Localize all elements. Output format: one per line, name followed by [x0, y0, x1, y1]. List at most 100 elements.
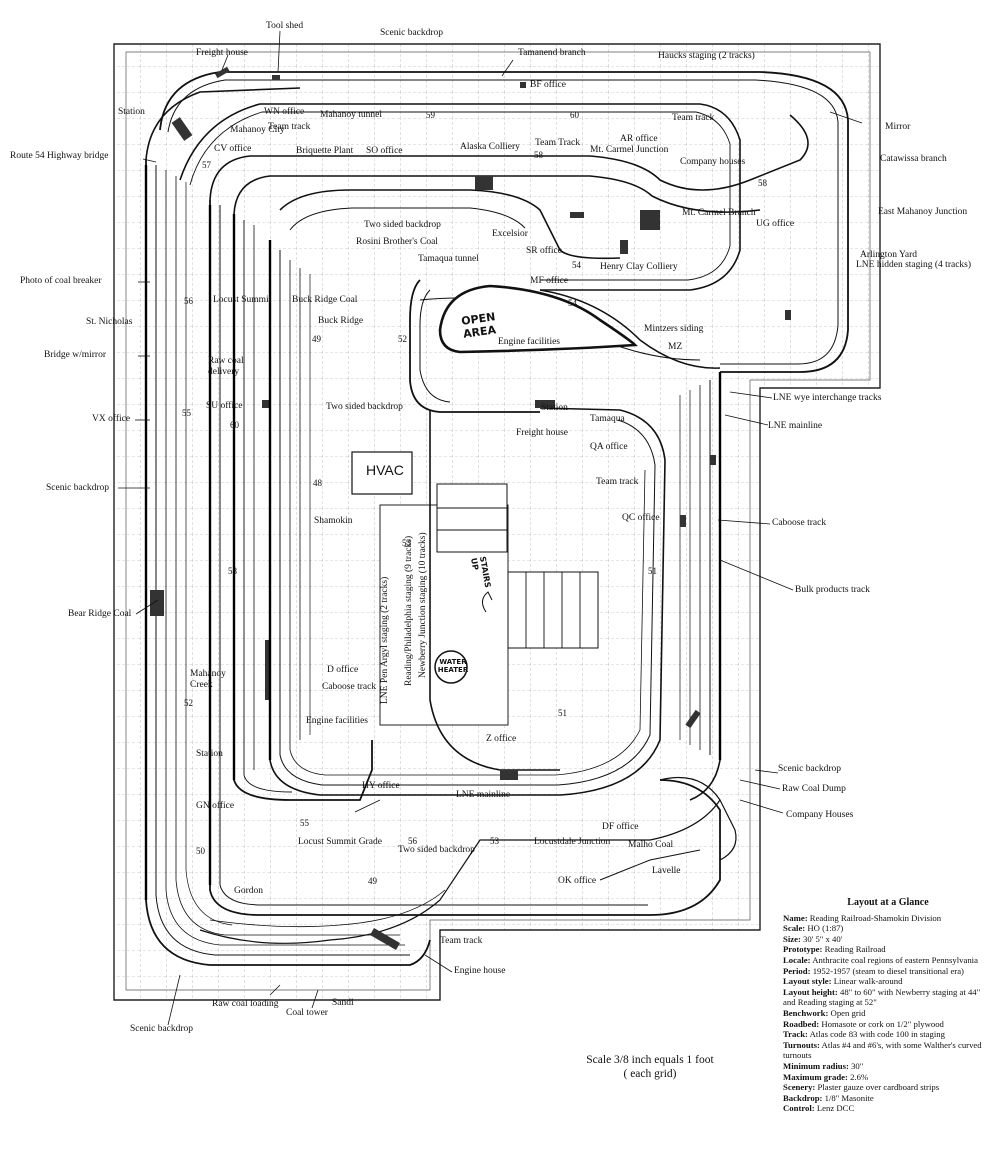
glance-value: 1952-1957 (steam to diesel transitional … — [810, 965, 964, 976]
glance-row: Control: Lenz DCC — [783, 1103, 993, 1114]
label-bridge-mirror: Bridge w/mirror — [44, 350, 107, 360]
glance-key: Scenery: — [783, 1082, 816, 1093]
grade-58a: 58 — [534, 150, 543, 160]
label-coal-tower: Coal tower — [286, 1008, 328, 1018]
label-shamokin: Shamokin — [314, 516, 353, 526]
label-malho-coal: Malho Coal — [628, 840, 674, 850]
leader-lines — [118, 30, 863, 1026]
label-team-track-bottom: Team track — [440, 936, 483, 946]
label-station-left: Station — [196, 749, 223, 759]
glance-value: Homasote or cork on 1/2" plywood — [819, 1018, 944, 1029]
glance-key: Maximum grade: — [783, 1071, 848, 1082]
scale-line-2: ( each grid) — [623, 1068, 677, 1080]
label-scenic-backdrop-top: Scenic backdrop — [380, 28, 444, 38]
label-lne-mainline-right: LNE mainline — [768, 421, 823, 431]
label-henry-clay: Henry Clay Colliery — [600, 262, 678, 272]
label-qa-office: QA office — [590, 442, 628, 452]
glance-row: Turnouts: Atlas #4 and #6's, with some W… — [783, 1040, 993, 1061]
label-gordon: Gordon — [234, 886, 264, 896]
grade-49b: 49 — [368, 876, 377, 886]
glance-row: Size: 30' 5" x 40' — [783, 934, 993, 945]
grade-57: 57 — [202, 160, 211, 170]
label-locust-summit: Locust Summit — [213, 295, 272, 305]
glance-row: Locale: Anthracite coal regions of easte… — [783, 955, 993, 966]
grade-59: 59 — [426, 110, 435, 120]
label-raw-coal-delivery: Raw coal delivery — [208, 356, 244, 377]
glance-key: Roadbed: — [783, 1018, 820, 1029]
label-team-track-right: Team track — [596, 477, 639, 487]
label-engine-facilities-mid: Engine facilities — [498, 337, 560, 347]
label-vx-office: VX office — [92, 414, 131, 424]
glance-key: Period: — [783, 965, 811, 976]
grade-48: 48 — [313, 478, 322, 488]
stairs-arrow — [482, 591, 493, 613]
label-ug-office: UG office — [756, 219, 795, 229]
glance-key: Control: — [783, 1103, 815, 1114]
glance-title: Layout at a Glance — [847, 897, 929, 908]
label-wn-office: WN office — [264, 107, 305, 117]
label-df-office: DF office — [602, 822, 639, 832]
glance-key: Size: — [783, 933, 801, 944]
grade-53b: 53 — [490, 836, 499, 846]
glance-value: Plaster gauze over cardboard strips — [815, 1082, 940, 1093]
layout-at-a-glance: Layout at a Glance Name: Reading Railroa… — [783, 897, 993, 1114]
label-sandi: Sandi — [332, 998, 354, 1008]
label-lne-wye: LNE wye interchange tracks — [773, 393, 882, 403]
label-raw-coal-dump: Raw Coal Dump — [782, 784, 846, 794]
label-su-office: SU office — [206, 401, 243, 411]
label-haucks-staging: Haucks staging (2 tracks) — [658, 51, 755, 61]
grade-54b: 54 — [568, 298, 577, 308]
glance-key: Layout style: — [783, 976, 832, 987]
glance-row: Backdrop: 1/8" Masonite — [783, 1093, 993, 1104]
grade-51a: 51 — [648, 566, 657, 576]
grade-56b: 56 — [408, 836, 417, 846]
glance-value: 30" — [848, 1060, 864, 1071]
glance-value: Reading Railroad-Shamokin Division — [807, 912, 942, 923]
glance-row: Maximum grade: 2.6% — [783, 1072, 993, 1083]
glance-value: 2.6% — [847, 1071, 869, 1082]
label-st-nicholas: St. Nicholas — [86, 317, 133, 327]
label-mt-carmel-junction: Mt. Carmel Junction — [590, 145, 669, 155]
bottom-tracks — [199, 799, 721, 944]
label-locustdale: Locustdale Junction — [534, 837, 611, 847]
glance-row: Roadbed: Homasote or cork on 1/2" plywoo… — [783, 1019, 993, 1030]
glance-key: Backdrop: — [783, 1092, 823, 1103]
grade-56: 56 — [184, 296, 193, 306]
label-alaska: Alaska Colliery — [460, 142, 520, 152]
label-mirror: Mirror — [885, 122, 911, 132]
label-engine-facilities-left: Engine facilities — [306, 716, 368, 726]
glance-key: Prototype: — [783, 944, 823, 955]
glance-row: Period: 1952-1957 (steam to diesel trans… — [783, 966, 993, 977]
label-mahanoy-creek: Mahanoy Creek — [190, 669, 226, 690]
label-bulk-products: Bulk products track — [795, 585, 870, 595]
glance-value: Anthracite coal regions of eastern Penns… — [810, 954, 978, 965]
grade-50: 50 — [196, 846, 205, 856]
glance-key: Layout height: — [783, 986, 838, 997]
label-stairs: STAIRS UP — [469, 555, 493, 589]
label-arlington: Arlington Yard — [860, 250, 918, 260]
glance-rows: Name: Reading Railroad-Shamokin Division… — [783, 913, 993, 1114]
label-mz: MZ — [668, 342, 683, 352]
glance-row: Benchwork: Open grid — [783, 1008, 993, 1019]
glance-value: Atlas code 83 with code 100 in staging — [807, 1029, 945, 1040]
label-team-track-3: Team Track — [535, 138, 580, 148]
grade-60: 60 — [570, 110, 579, 120]
glance-key: Turnouts: — [783, 1039, 820, 1050]
grade-60b: 60 — [230, 420, 239, 430]
label-team-track-2: Team track — [268, 122, 311, 132]
glance-key: Name: — [783, 912, 808, 923]
label-lne-hidden: LNE hidden staging (4 tracks) — [856, 260, 972, 270]
label-company-houses-top: Company houses — [680, 157, 746, 167]
label-engine-house: Engine house — [454, 966, 506, 976]
label-caboose-track-right: Caboose track — [772, 518, 827, 528]
outer-main-tracks — [145, 71, 849, 966]
label-water-heater: WATER HEATER — [437, 658, 469, 674]
label-lne-mainline-bottom: LNE mainline — [456, 790, 511, 800]
grade-53: 53 — [402, 538, 411, 548]
glance-value: 48" to 60" with Newberry staging at 44" … — [783, 986, 981, 1008]
label-route54: Route 54 Highway bridge — [10, 151, 109, 161]
label-mahanoy-tunnel: Mahanoy tunnel — [320, 110, 383, 120]
grade-54: 54 — [572, 260, 581, 270]
glance-row: Scale: HO (1:87) — [783, 923, 993, 934]
